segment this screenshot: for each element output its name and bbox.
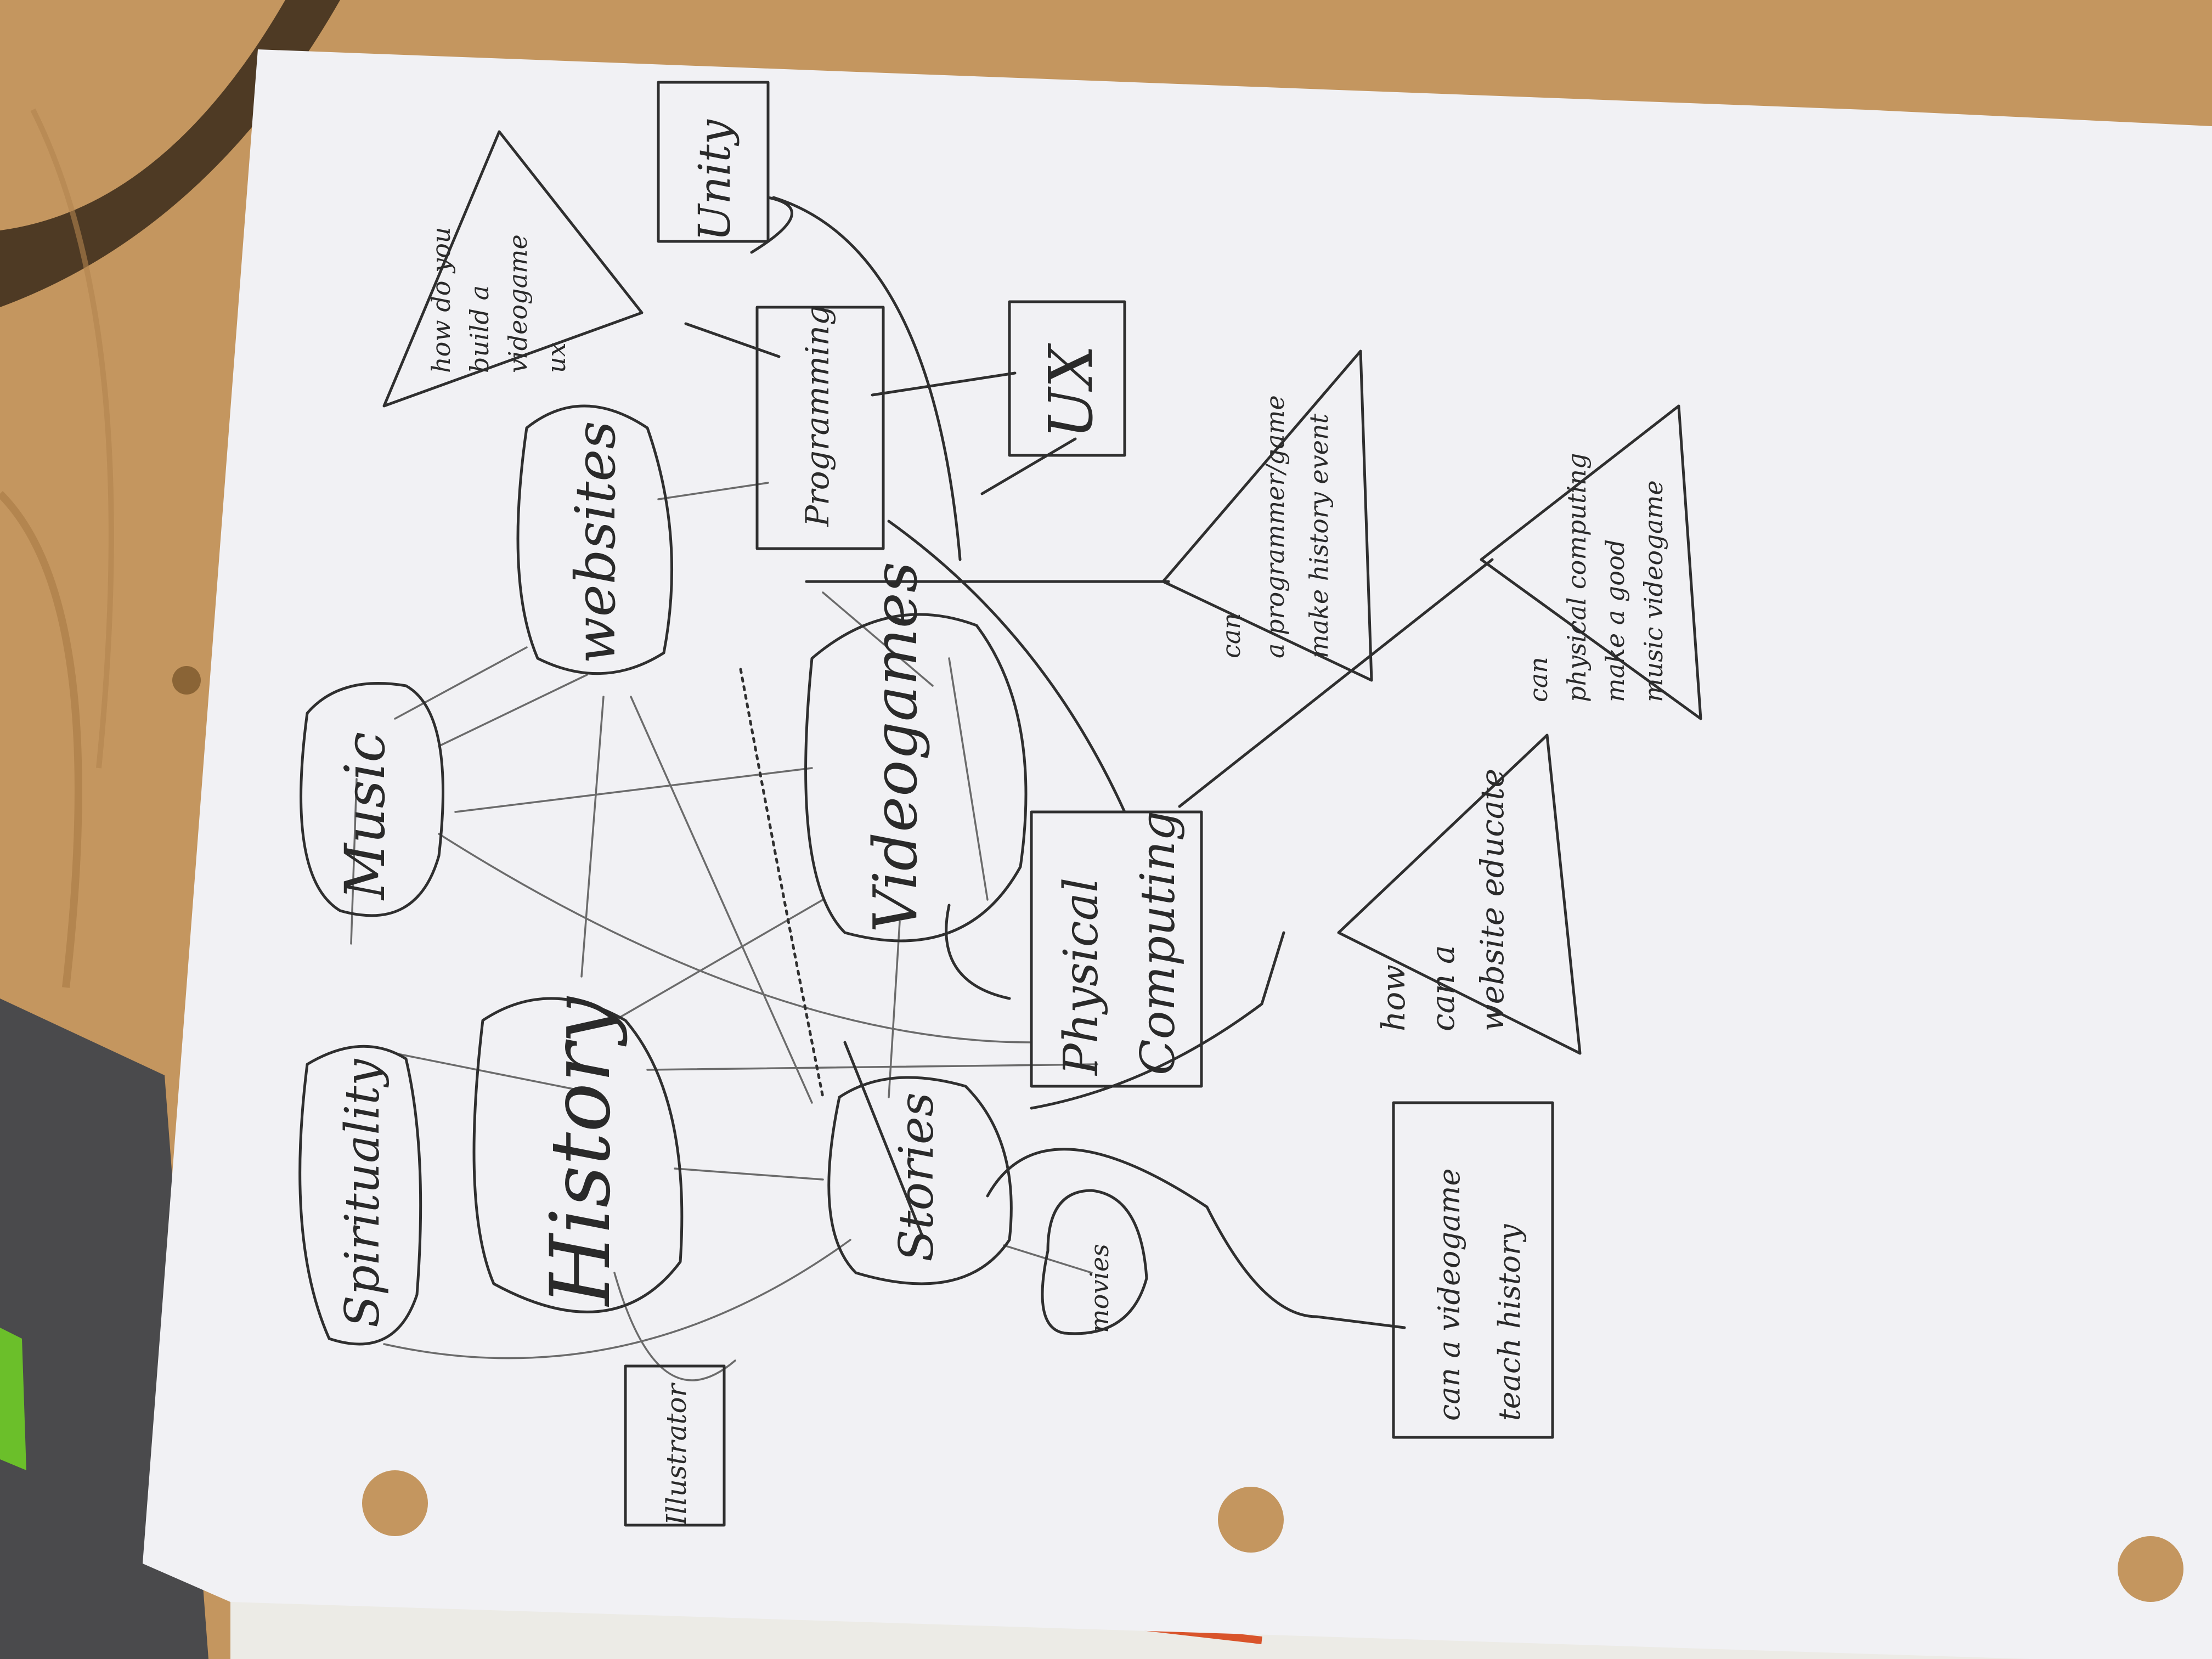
svg-text:teach history: teach history bbox=[1492, 1223, 1527, 1421]
svg-text:a programmer/game: a programmer/game bbox=[1260, 395, 1290, 658]
spirituality-label: Spirituality bbox=[335, 1058, 390, 1328]
videogame-history-box bbox=[1392, 1101, 1554, 1439]
ux-label: UX bbox=[1036, 343, 1106, 439]
physical-computing-game-question: can physical computing make a good music… bbox=[1523, 453, 1668, 702]
binder-hole bbox=[2118, 1536, 2183, 1602]
ux-box bbox=[1008, 300, 1126, 457]
spirituality-bubble bbox=[298, 1045, 422, 1346]
music-bubble bbox=[300, 682, 444, 917]
websites-bubble bbox=[516, 404, 674, 675]
illustrator-box bbox=[624, 1364, 726, 1527]
svg-text:music videogame: music videogame bbox=[1639, 480, 1668, 702]
svg-text:website educate: website educate bbox=[1474, 769, 1511, 1031]
videogames-bubble bbox=[804, 613, 1028, 943]
svg-text:can a: can a bbox=[1424, 945, 1462, 1031]
binder-hole bbox=[1218, 1487, 1284, 1553]
website-educate-question: how can a website educate bbox=[1375, 769, 1511, 1031]
svg-text:can: can bbox=[1216, 613, 1246, 658]
websites-label: websites bbox=[563, 421, 628, 664]
music-label: Music bbox=[333, 732, 397, 901]
programming-label: Programming bbox=[799, 305, 836, 527]
stories-label: Stories bbox=[889, 1092, 944, 1262]
svg-text:can: can bbox=[1523, 657, 1553, 702]
notebook-tab bbox=[0, 1328, 26, 1470]
svg-text:ux: ux bbox=[541, 342, 571, 373]
svg-text:how do you: how do you bbox=[426, 227, 456, 373]
paper-sheet bbox=[143, 49, 2212, 1659]
programmer-history-triangle bbox=[1161, 349, 1373, 682]
history-label: History bbox=[533, 996, 629, 1307]
connection-lines bbox=[350, 196, 1494, 1381]
physical-label: Physical bbox=[1054, 878, 1109, 1076]
programming-box bbox=[755, 306, 885, 550]
svg-text:make history event: make history event bbox=[1304, 413, 1334, 658]
unity-box bbox=[657, 81, 770, 243]
computing-label: Computing bbox=[1131, 811, 1186, 1075]
physical-computing-game-triangle bbox=[1480, 404, 1702, 720]
svg-text:videogame: videogame bbox=[503, 234, 533, 373]
videogame-history-question: can a videogame teach history bbox=[1432, 1169, 1527, 1421]
physical-computing-box bbox=[1030, 810, 1203, 1088]
programmer-history-question: can a programmer/game make history event bbox=[1216, 395, 1334, 658]
unity-label: Unity bbox=[689, 119, 740, 241]
svg-text:can a videogame: can a videogame bbox=[1432, 1169, 1466, 1421]
videogame-ux-question: how do you build a videogame ux bbox=[426, 227, 571, 373]
wood-knot bbox=[172, 666, 201, 695]
history-bubble bbox=[472, 997, 684, 1313]
videogames-label: Videogames bbox=[860, 562, 930, 933]
svg-text:make a good: make a good bbox=[1600, 539, 1630, 702]
movies-label: movies bbox=[1085, 1244, 1114, 1333]
desk-shadow bbox=[0, 0, 340, 307]
stories-bubble bbox=[827, 1076, 1013, 1285]
svg-text:how: how bbox=[1375, 964, 1412, 1031]
svg-text:build a: build a bbox=[465, 285, 494, 373]
videogame-ux-triangle bbox=[382, 130, 644, 408]
svg-text:physical computing: physical computing bbox=[1562, 453, 1592, 702]
website-educate-triangle bbox=[1337, 733, 1582, 1055]
illustrator-label: Illustrator bbox=[661, 1382, 692, 1526]
movies-bubble bbox=[1041, 1189, 1148, 1335]
binder-hole bbox=[362, 1470, 428, 1536]
